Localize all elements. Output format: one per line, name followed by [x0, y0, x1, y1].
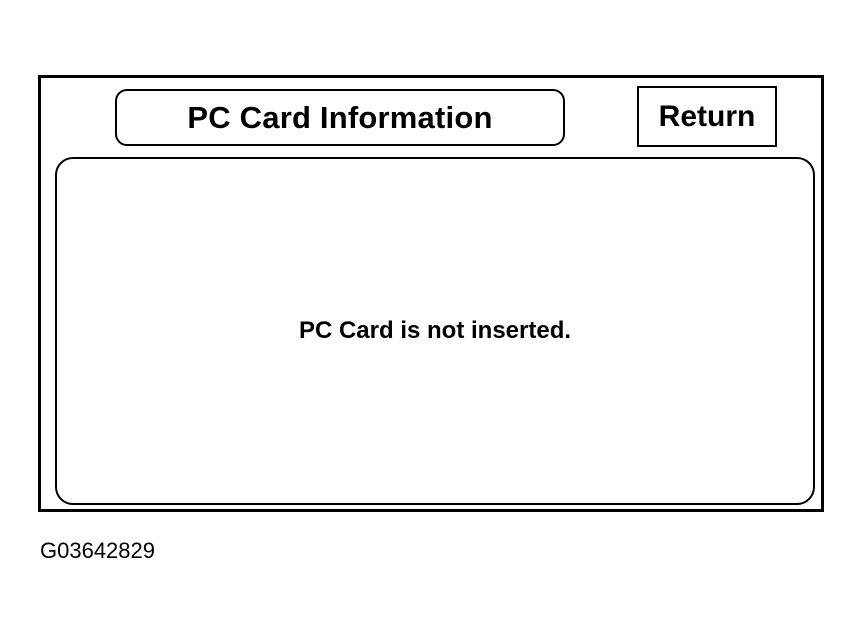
- return-button[interactable]: Return: [637, 86, 777, 147]
- display-screen: PC Card Information Return PC Card is no…: [38, 75, 824, 512]
- figure-code: G03642829: [40, 538, 155, 563]
- status-message: PC Card is not inserted.: [298, 317, 572, 344]
- return-button-label: Return: [658, 99, 756, 133]
- info-panel: PC Card is not inserted.: [55, 157, 815, 505]
- page-title: PC Card Information: [115, 89, 565, 146]
- page-title-text: PC Card Information: [187, 99, 493, 135]
